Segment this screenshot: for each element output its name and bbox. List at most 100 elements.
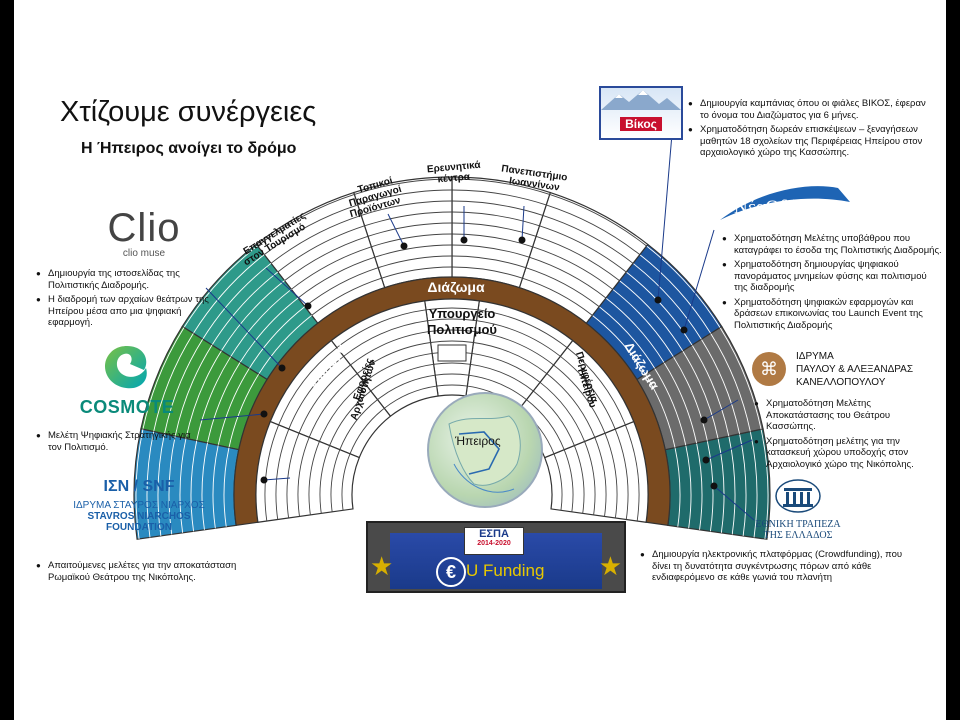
seat-row bbox=[710, 333, 751, 432]
seat-row bbox=[277, 225, 365, 273]
pointer-line bbox=[683, 229, 715, 331]
seat-row bbox=[318, 381, 365, 442]
seat-row bbox=[308, 373, 358, 438]
seat-row bbox=[717, 438, 725, 533]
seat-row bbox=[672, 356, 708, 441]
list-item: Μελέτη Ψηφιακής Στρατηγικής για τον Πολι… bbox=[36, 430, 198, 453]
epirus-map bbox=[427, 392, 543, 508]
seat-row bbox=[343, 320, 428, 357]
pointer-line bbox=[205, 287, 283, 369]
seat-row bbox=[700, 338, 741, 434]
list-item: Δημιουργία καμπάνιας όπου οι φιάλες ΒΙΚΟ… bbox=[688, 98, 928, 121]
pointer-line bbox=[713, 485, 755, 521]
cosmote-logo-text: COSMOTE bbox=[79, 397, 175, 417]
seat-row bbox=[275, 428, 290, 520]
seat-row bbox=[451, 178, 550, 195]
seat-row bbox=[476, 320, 561, 357]
seat-row bbox=[212, 445, 219, 529]
seat-row bbox=[654, 368, 687, 446]
espa-years: 2014-2020 bbox=[477, 540, 511, 547]
seat-row bbox=[535, 235, 620, 282]
cosmote-logo: COSMOTE bbox=[72, 342, 182, 417]
map-label: Ήπειρος bbox=[455, 434, 501, 448]
seat-row bbox=[341, 453, 351, 511]
eu-funding-banner: ΕΣΠΑ 2014-2020 € U Funding ★ ★ bbox=[366, 521, 626, 593]
seat-row bbox=[349, 407, 385, 454]
kanellopoulos-text: ΙΔΡΥΜΑ ΠΑΥΛΟΥ & ΑΛΕΞΑΝΔΡΑΣ ΚΑΝΕΛΛΟΠΟΥΛΟΥ bbox=[796, 350, 913, 389]
seat-row bbox=[336, 309, 427, 348]
list-item: Η διαδρομή των αρχαίων θεάτρων της Ηπείρ… bbox=[36, 294, 212, 329]
seat-row bbox=[451, 189, 547, 206]
seat-row bbox=[202, 262, 272, 340]
espa-text: ΕΣΠΑ bbox=[479, 528, 509, 540]
seat-row bbox=[563, 449, 574, 512]
eu-funding-text: U Funding bbox=[466, 561, 545, 580]
seat-row bbox=[370, 363, 434, 392]
seat-row bbox=[286, 433, 300, 519]
seat-row bbox=[625, 271, 693, 346]
neaodos-logo-text: ΝέαΟδός bbox=[734, 197, 806, 218]
seat-row bbox=[529, 256, 607, 299]
seat-row bbox=[270, 214, 362, 264]
seat-row bbox=[428, 329, 476, 333]
list-item: Χρηματοδότηση ψηφιακών εφαρμογών και δρά… bbox=[722, 297, 942, 332]
seat-row bbox=[522, 277, 593, 316]
seat-row bbox=[230, 288, 292, 357]
seat-row bbox=[477, 309, 568, 348]
clio-logo-sub: clio muse bbox=[122, 248, 166, 259]
seat-row bbox=[228, 373, 260, 448]
seat-row bbox=[377, 374, 436, 401]
snf-bullets: Απαιτούμενες μελέτες για την αποκατάστασ… bbox=[36, 560, 276, 586]
seat-row bbox=[549, 194, 647, 247]
seat-row bbox=[553, 453, 563, 511]
list-item: Χρηματοδότηση μελέτης για την κατασκευή … bbox=[754, 436, 934, 471]
seat-row bbox=[201, 442, 208, 530]
seat-row bbox=[525, 267, 600, 308]
pointer-dot bbox=[460, 236, 468, 244]
snf-logo-line2: STAVROS NIARCHOS bbox=[87, 511, 191, 522]
seat-row bbox=[174, 344, 213, 437]
seat-row bbox=[691, 344, 730, 437]
diazoma-label-top: Διάζωμα bbox=[427, 279, 485, 295]
star-icon: ★ bbox=[598, 551, 622, 581]
pointer-line bbox=[263, 477, 291, 481]
seat-row bbox=[284, 235, 369, 282]
ete-line1: ΕΘΝΙΚΗ ΤΡΑΠΕΖΑ bbox=[755, 519, 841, 530]
seat-row bbox=[288, 355, 344, 430]
seat-row bbox=[363, 352, 433, 383]
seat-row bbox=[546, 204, 641, 256]
ete-bullets: Δημιουργία ηλεκτρονικής πλατφόρμας (Crow… bbox=[640, 549, 912, 587]
pointer-dot bbox=[518, 236, 526, 244]
seat-row bbox=[329, 390, 372, 446]
kanellopoulos-line3: ΚΑΝΕΛΛΟΠΟΥΛΟΥ bbox=[796, 377, 886, 388]
mountain-icon bbox=[601, 90, 681, 110]
seat-row bbox=[639, 254, 712, 334]
pointer-dot bbox=[400, 242, 408, 250]
seat-row bbox=[471, 352, 541, 383]
snf-logo-line1: ΙΔΡΥΜΑ ΣΤΑΥΡΟΣ ΝΙΑΡΧΟΣ bbox=[73, 500, 205, 511]
seat-row bbox=[532, 246, 613, 290]
seat-row bbox=[361, 200, 453, 216]
seat-row bbox=[374, 244, 453, 258]
seat-row bbox=[566, 347, 626, 426]
seat-row bbox=[451, 233, 533, 248]
list-item: Απαιτούμενες μελέτες για την αποκατάστασ… bbox=[36, 560, 276, 583]
seat-row bbox=[263, 204, 358, 256]
pointer-dot bbox=[710, 482, 718, 490]
vikos-logo-text: Βίκος bbox=[620, 117, 662, 131]
list-item: Χρηματοδότηση Μελέτης υποβάθρου που κατα… bbox=[722, 233, 942, 256]
seat-row bbox=[311, 277, 382, 316]
seat-row bbox=[605, 297, 665, 363]
neaodos-logo: ΝέαΟδός bbox=[720, 186, 850, 220]
pointer-line bbox=[521, 205, 525, 241]
seat-row bbox=[644, 373, 676, 448]
seat-row bbox=[646, 245, 721, 328]
seat-row bbox=[473, 342, 548, 375]
clio-logo-text: Clio bbox=[107, 206, 181, 250]
snf-logo-top: ΙΣΝ / SNF bbox=[103, 478, 175, 495]
seat-row bbox=[546, 373, 596, 438]
seat-row bbox=[728, 436, 736, 535]
seat-row bbox=[384, 385, 437, 409]
seat-row bbox=[592, 314, 646, 375]
